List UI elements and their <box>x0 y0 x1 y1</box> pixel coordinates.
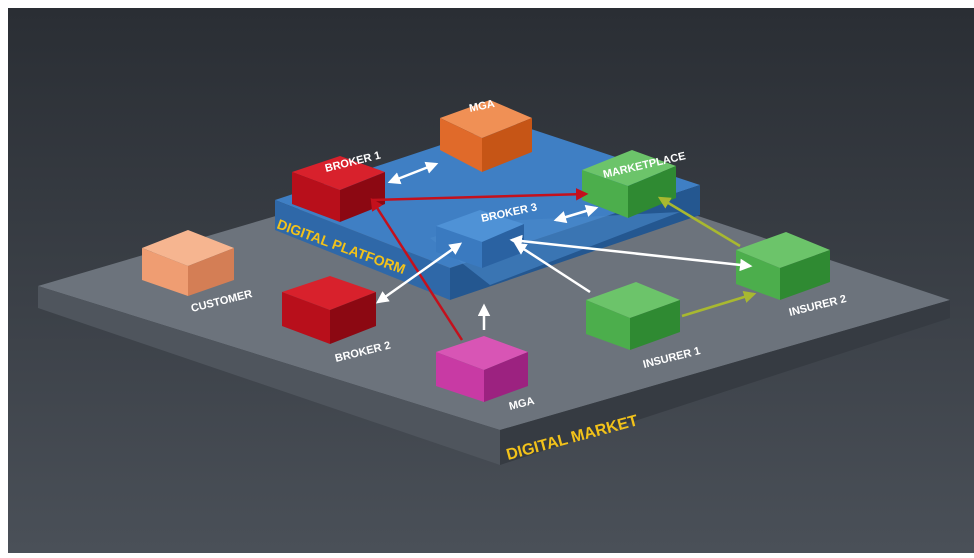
arrow-broker2-broker3 <box>375 242 463 304</box>
arrow-broker1-marketplace <box>371 188 589 202</box>
mga-top-cube <box>440 100 532 172</box>
label-mga-top: MGA <box>468 98 496 115</box>
broker2-cube <box>282 276 376 344</box>
insurer2-cube <box>736 232 830 300</box>
connection-arrows <box>370 161 757 341</box>
insurer1-cube <box>586 282 680 350</box>
customer-cube <box>142 230 234 296</box>
arrow-broker3-marketplace <box>553 204 599 224</box>
digital-market-base <box>38 150 950 465</box>
marketplace-cube <box>582 150 676 218</box>
broker1-cube <box>292 156 385 222</box>
arrow-broker1-mga <box>387 161 439 185</box>
mga-bottom-cube <box>436 336 528 402</box>
arrow-insurer1-insurer2 <box>681 290 757 318</box>
arrow-insurer2-broker3 <box>509 234 753 272</box>
arrow-insurer2-marketplace <box>657 196 741 248</box>
